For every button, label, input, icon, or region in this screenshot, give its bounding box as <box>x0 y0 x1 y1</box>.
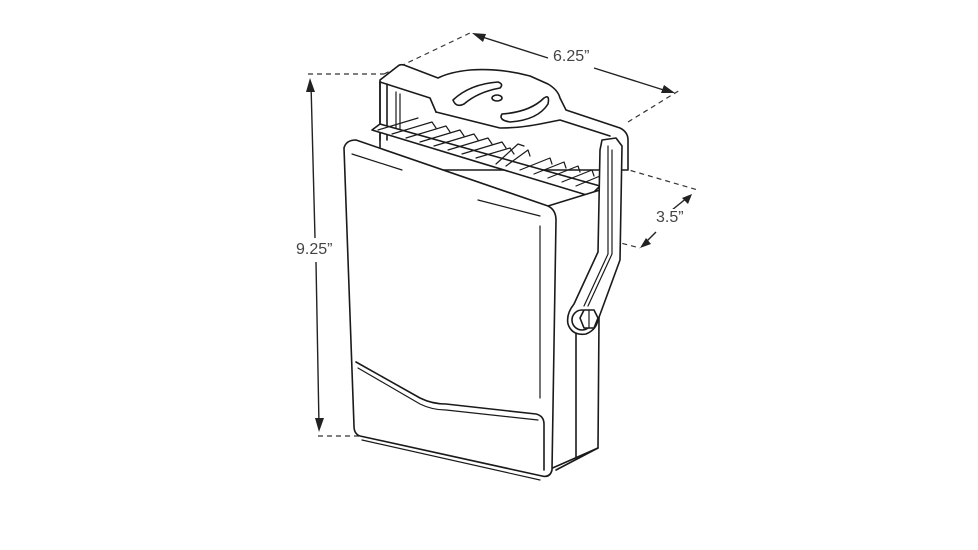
height-dimension-label: 9.25” <box>294 241 335 259</box>
heatsink-fins <box>371 117 603 197</box>
mounting-bracket <box>379 63 629 171</box>
depth-dimension-label: 3.5” <box>654 209 686 227</box>
width-dimension-label: 6.25” <box>551 48 592 66</box>
bracket-front-arm <box>566 137 623 336</box>
height-dimension <box>306 73 384 437</box>
housing <box>343 139 601 481</box>
width-dimension <box>383 32 681 123</box>
